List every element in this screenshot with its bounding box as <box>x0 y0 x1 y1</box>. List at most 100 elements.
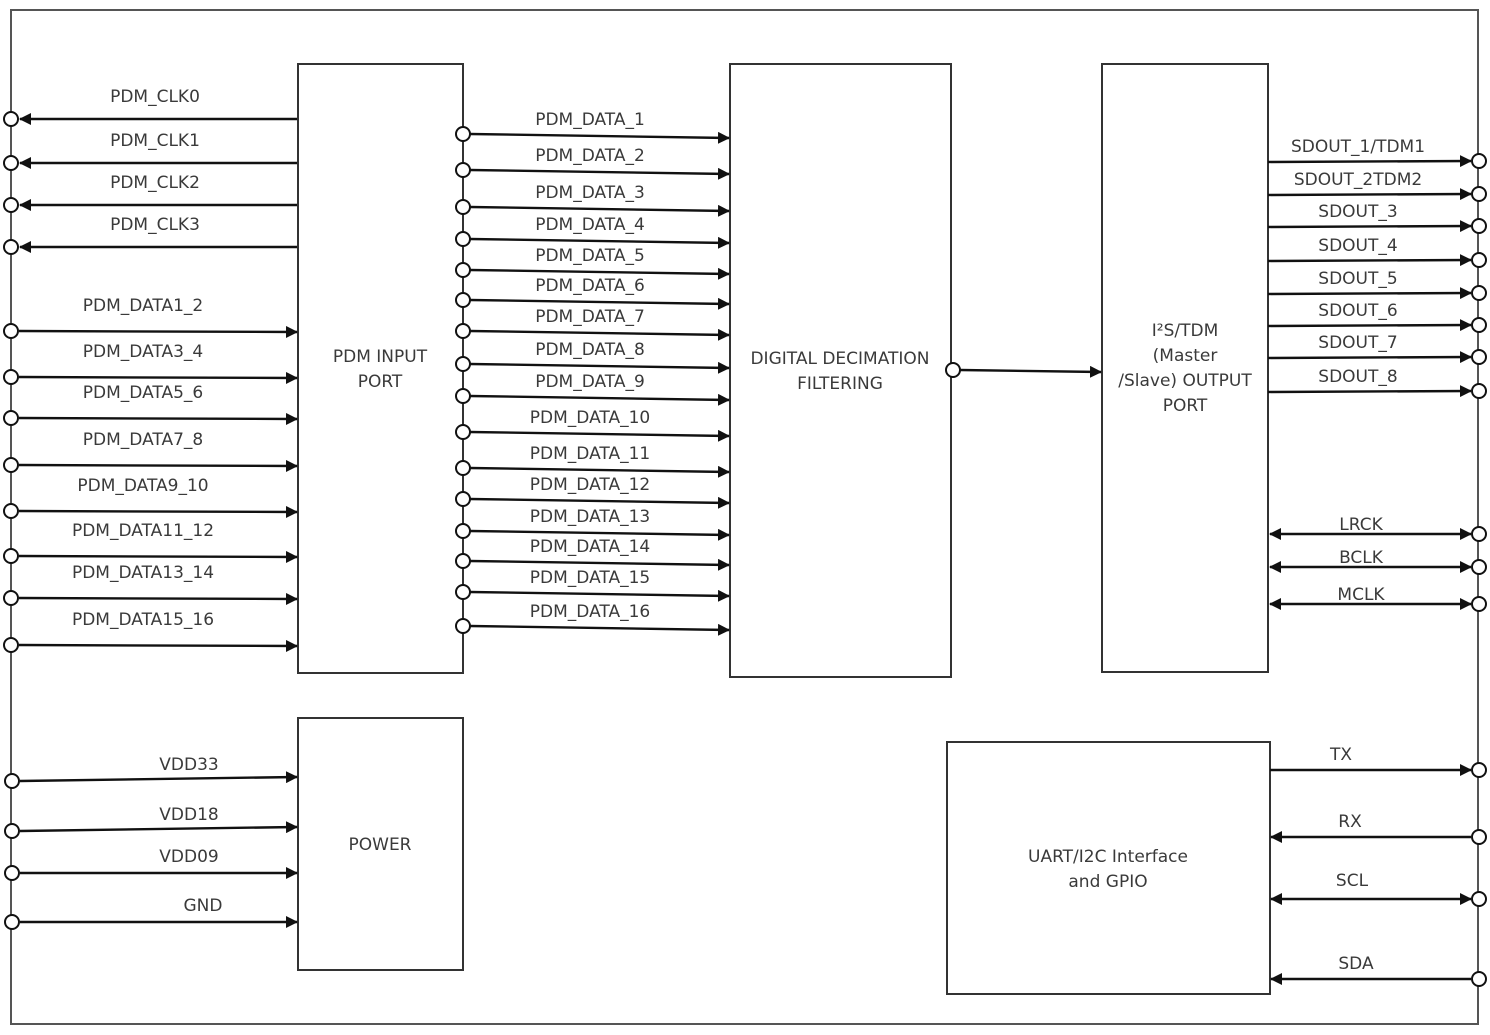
signal-label: RX <box>1338 812 1362 832</box>
signal-label: PDM_DATA9_10 <box>77 476 208 496</box>
signal-label: PDM_DATA_6 <box>535 276 645 296</box>
pin-icon <box>3 323 19 339</box>
pin-icon <box>3 155 19 171</box>
pin-icon <box>455 126 471 142</box>
signal-pdm-data-5: PDM_DATA_5 <box>455 246 730 280</box>
signal-lrck: LRCK <box>1269 515 1487 542</box>
svg-text:POWER: POWER <box>349 835 412 855</box>
signal-pdm-clk3: PDM_CLK3 <box>3 215 297 255</box>
signal-pdm-data3-4: PDM_DATA3_4 <box>3 342 298 385</box>
pin-icon <box>1471 186 1487 202</box>
signal-label: TX <box>1329 745 1352 765</box>
pin-icon <box>3 369 19 385</box>
pin-icon <box>1471 383 1487 399</box>
signal-label: PDM_CLK1 <box>110 131 200 151</box>
signal-pdm-clk1: PDM_CLK1 <box>3 131 297 171</box>
signal-label: PDM_DATA_11 <box>530 444 650 464</box>
signal-pdm-data-4: PDM_DATA_4 <box>455 215 730 249</box>
pin-icon <box>455 231 471 247</box>
pin-icon <box>1471 762 1487 778</box>
block-label: /Slave) OUTPUT <box>1118 371 1252 391</box>
block-label: FILTERING <box>797 374 883 394</box>
pin-icon <box>3 590 19 606</box>
signal-pdm-clk0: PDM_CLK0 <box>3 87 297 127</box>
signal-label: PDM_DATA_4 <box>535 215 645 235</box>
signal-vdd09: VDD09 <box>4 847 298 881</box>
pin-icon <box>455 460 471 476</box>
signal-label: PDM_DATA_9 <box>535 372 645 392</box>
block-label: POWER <box>349 835 412 855</box>
signal-label: PDM_DATA_16 <box>530 602 650 622</box>
pin-icon <box>3 111 19 127</box>
block-label: and GPIO <box>1068 872 1147 892</box>
signal-pdm-data-12: PDM_DATA_12 <box>455 475 730 509</box>
signal-mclk: MCLK <box>1269 585 1487 612</box>
pin-icon <box>455 553 471 569</box>
signal-label: PDM_DATA1_2 <box>83 296 203 316</box>
signal-label: VDD09 <box>159 847 218 867</box>
signal-label: PDM_DATA_8 <box>535 340 645 360</box>
pin-icon <box>4 823 20 839</box>
pin-icon <box>3 410 19 426</box>
signal-label: SDOUT_6 <box>1318 301 1397 321</box>
signal-label: GND <box>184 896 223 916</box>
signal-label: SCL <box>1336 871 1369 891</box>
signal-pdm-data-13: PDM_DATA_13 <box>455 507 730 541</box>
signal-label: VDD33 <box>159 755 218 775</box>
signal-pdm-data-1: PDM_DATA_1 <box>455 110 730 144</box>
pin-icon <box>1471 559 1487 575</box>
pin-icon <box>1471 153 1487 169</box>
signal-sdout-6: SDOUT_6 <box>1267 301 1487 333</box>
pin-icon <box>3 548 19 564</box>
signal-label: SDOUT_5 <box>1318 269 1397 289</box>
pin-icon <box>455 388 471 404</box>
pin-icon <box>455 199 471 215</box>
pin-icon <box>3 457 19 473</box>
signal-pdm-data13-14: PDM_DATA13_14 <box>3 563 298 606</box>
pin-icon <box>455 262 471 278</box>
pin-icon <box>3 239 19 255</box>
decimation-to-output-connection <box>945 362 1102 378</box>
signal-pdm-data-3: PDM_DATA_3 <box>455 183 730 217</box>
signal-label: PDM_DATA11_12 <box>72 521 214 541</box>
pin-icon <box>1471 317 1487 333</box>
pin-icon <box>455 523 471 539</box>
pin-icon <box>3 197 19 213</box>
signal-label: LRCK <box>1339 515 1383 535</box>
signal-label: PDM_CLK2 <box>110 173 200 193</box>
block-label: (Master <box>1153 346 1218 366</box>
pin-icon <box>1471 829 1487 845</box>
pin-icon <box>455 323 471 339</box>
signal-sdout-4: SDOUT_4 <box>1267 236 1487 268</box>
signal-label: PDM_DATA13_14 <box>72 563 214 583</box>
signal-label: PDM_DATA_14 <box>530 537 650 557</box>
signal-label: PDM_DATA_10 <box>530 408 650 428</box>
block-label: PORT <box>358 372 403 392</box>
signal-label: PDM_DATA_3 <box>535 183 645 203</box>
signal-pdm-data-14: PDM_DATA_14 <box>455 537 730 571</box>
signal-label: PDM_DATA_13 <box>530 507 650 527</box>
signal-label: PDM_DATA_15 <box>530 568 650 588</box>
pin-icon <box>3 503 19 519</box>
signal-pdm-data7-8: PDM_DATA7_8 <box>3 430 298 473</box>
pin-icon <box>455 292 471 308</box>
signal-sda: SDA <box>1270 954 1487 987</box>
signal-tx: TX <box>1270 745 1487 778</box>
pin-icon <box>1471 526 1487 542</box>
signal-sdout-3: SDOUT_3 <box>1267 202 1487 234</box>
signal-sdout-7: SDOUT_7 <box>1267 333 1487 365</box>
signal-pdm-data-10: PDM_DATA_10 <box>455 408 730 442</box>
signal-pdm-clk2: PDM_CLK2 <box>3 173 297 213</box>
signal-pdm-data9-10: PDM_DATA9_10 <box>3 476 298 519</box>
signal-pdm-data15-16: PDM_DATA15_16 <box>3 610 298 653</box>
signal-sdout-2tdm2: SDOUT_2TDM2 <box>1267 170 1487 202</box>
signal-pdm-data-7: PDM_DATA_7 <box>455 307 730 341</box>
signal-pdm-data1-2: PDM_DATA1_2 <box>3 296 298 339</box>
signal-pdm-data-8: PDM_DATA_8 <box>455 340 730 374</box>
signal-label: PDM_CLK3 <box>110 215 200 235</box>
signal-pdm-data5-6: PDM_DATA5_6 <box>3 383 298 426</box>
